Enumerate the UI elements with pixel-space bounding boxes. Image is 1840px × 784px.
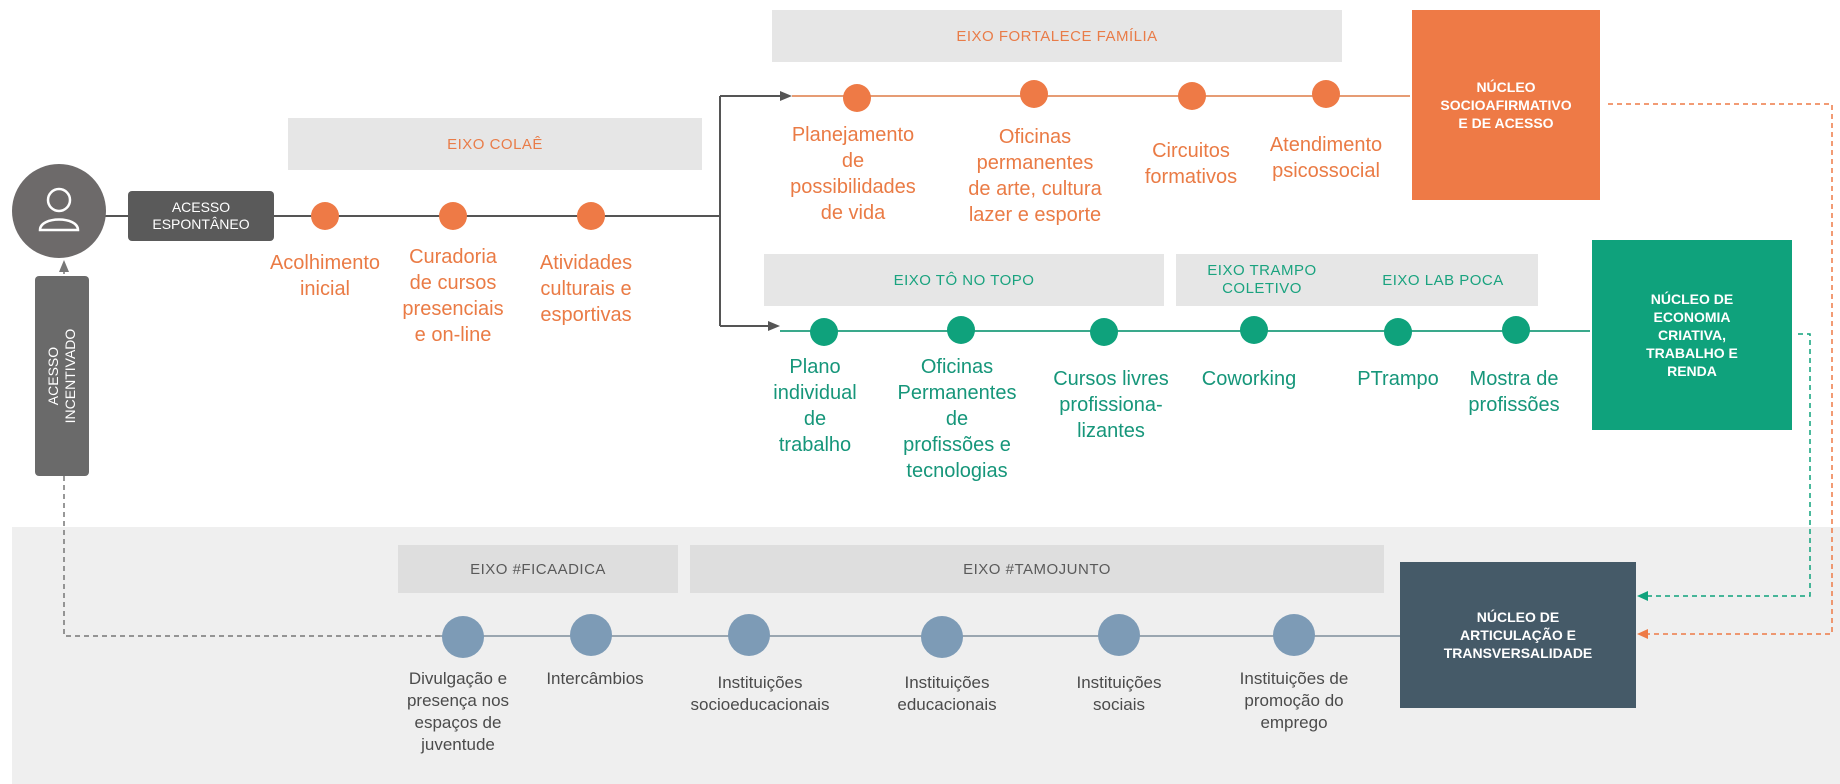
teal-dot (947, 316, 975, 344)
colae-item: Curadoria de cursos presenciais e on-lin… (402, 246, 504, 346)
bottom-item: Intercâmbios (546, 669, 644, 688)
colae-dot (577, 202, 605, 230)
fortalece-item: Planejamento de possibilidades de vida (790, 124, 916, 224)
person-icon (12, 164, 106, 258)
teal-item: PTrampo (1357, 368, 1439, 390)
axis-trampo: EIXO TRAMPO COLETIVO (1176, 254, 1348, 306)
teal-item: Coworking (1201, 368, 1297, 390)
colae-dot (439, 202, 467, 230)
nucleo-economia-criativa: NÚCLEO DE ECONOMIA CRIATIVA, TRABALHO E … (1592, 240, 1792, 430)
axis-fortalece: EIXO FORTALECE FAMÍLIA (772, 10, 1342, 62)
bottom-dot (921, 616, 963, 658)
axis-tonotopo: EIXO TÔ NO TOPO (764, 254, 1164, 306)
fortalece-dot (1178, 82, 1206, 110)
fortalece-dot (843, 84, 871, 112)
teal-item: Cursos livres profissiona- lizantes (1053, 368, 1169, 442)
axis-labpoca: EIXO LAB POCA (1348, 254, 1538, 306)
bottom-dot (1098, 614, 1140, 656)
bottom-dot (442, 616, 484, 658)
bottom-dot (1273, 614, 1315, 656)
teal-item: Plano individual de trabalho (773, 356, 857, 456)
bottom-dot (728, 614, 770, 656)
fortalece-item: Circuitos formativos (1144, 140, 1238, 188)
bottom-item: Instituições socioeducacionais (690, 673, 830, 714)
bottom-item: Instituições educacionais (897, 673, 997, 714)
nucleo-socioafirmativo: NÚCLEO SOCIOAFIRMATIVO E DE ACESSO (1412, 10, 1600, 200)
fortalece-dot (1020, 80, 1048, 108)
colae-dot (311, 202, 339, 230)
teal-dot (1384, 318, 1412, 346)
teal-item: Mostra de profissões (1468, 368, 1560, 416)
axis-colae: EIXO COLAÊ (288, 118, 702, 170)
acesso-incentivado-label: ACESSO INCENTIVADO (45, 328, 78, 424)
axis-tamojunto: EIXO #TAMOJUNTO (690, 545, 1384, 593)
acesso-espontaneo-label: ACESSO ESPONTÂNEO (128, 191, 274, 241)
fortalece-item: Oficinas permanentes de arte, cultura la… (968, 126, 1102, 226)
acesso-incentivado-box: ACESSO INCENTIVADO (35, 276, 89, 476)
nucleo-articulacao: NÚCLEO DE ARTICULAÇÃO E TRANSVERSALIDADE (1400, 562, 1636, 708)
bottom-item: Instituições sociais (1076, 673, 1162, 714)
teal-dot (1090, 318, 1118, 346)
colae-item: Atividades culturais e esportivas (539, 252, 633, 326)
teal-dot (1502, 316, 1530, 344)
bottom-item: Divulgação e presença nos espaços de juv… (406, 669, 510, 754)
fortalece-dot (1312, 80, 1340, 108)
teal-dot (810, 318, 838, 346)
teal-dot (1240, 316, 1268, 344)
fortalece-item: Atendimento psicossocial (1269, 134, 1383, 182)
teal-item: Oficinas Permanentes de profissões e tec… (897, 356, 1017, 482)
axis-ficaadica: EIXO #FICAADICA (398, 545, 678, 593)
bottom-dot (570, 614, 612, 656)
colae-item: Acolhimento inicial (269, 252, 381, 300)
bottom-item: Instituições de promoção do emprego (1239, 669, 1349, 732)
